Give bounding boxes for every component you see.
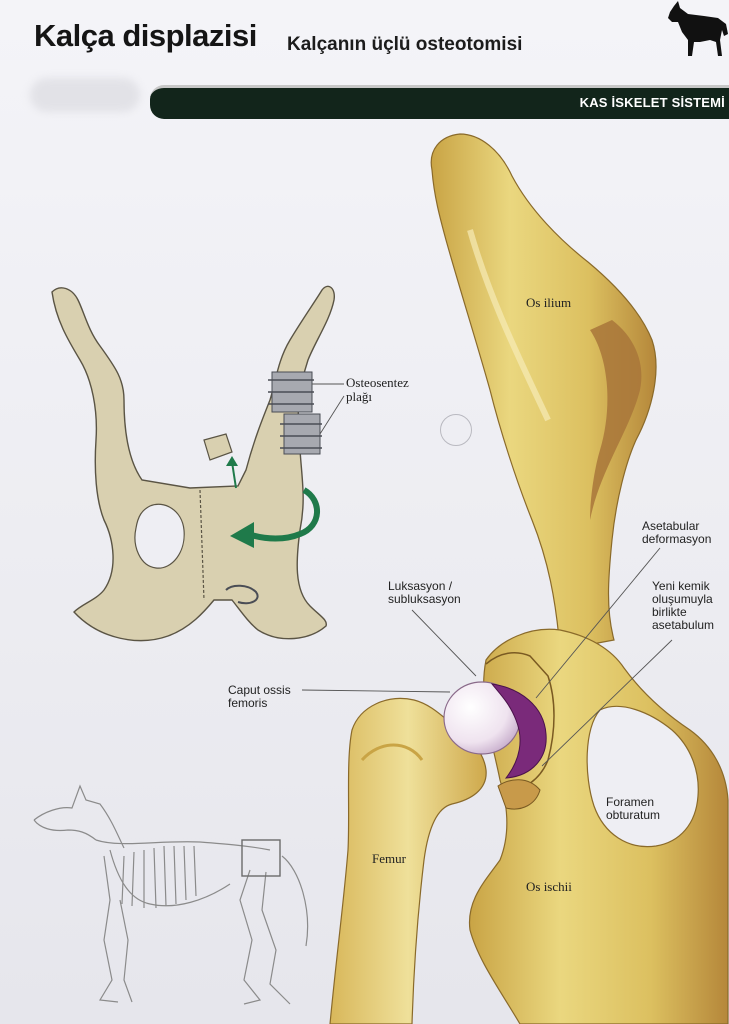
label-foramen: Foramen obturatum [606, 795, 661, 822]
label-luksasyon: Luksasyon / subluksasyon [388, 579, 461, 606]
dog-skeleton-inset [33, 784, 309, 1005]
leader-lines [301, 383, 673, 767]
label-osteosentez: Osteosentez plağı [346, 375, 409, 404]
section-label: KAS İSKELET SİSTEMİ [579, 95, 725, 110]
label-yeni-kemik: Yeni kemik oluşumuyla birlikte asetabulu… [652, 579, 715, 632]
page-title: Kalça displazisi [34, 18, 257, 53]
label-os-ilium: Os ilium [526, 295, 572, 310]
femur-illustration [329, 681, 547, 1024]
label-asetabular: Asetabular deformasyon [642, 519, 712, 546]
highlight-circle [440, 414, 472, 446]
label-os-ischii: Os ischii [526, 879, 572, 894]
scuff-mark [30, 78, 140, 112]
label-femur: Femur [372, 851, 406, 866]
section-banner: KAS İSKELET SİSTEMİ [150, 85, 729, 119]
page-subtitle: Kalçanın üçlü osteotomisi [287, 34, 523, 55]
german-shepherd-silhouette-icon [668, 1, 728, 56]
label-caput: Caput ossis femoris [228, 683, 291, 710]
schematic-pelvis [51, 285, 336, 642]
